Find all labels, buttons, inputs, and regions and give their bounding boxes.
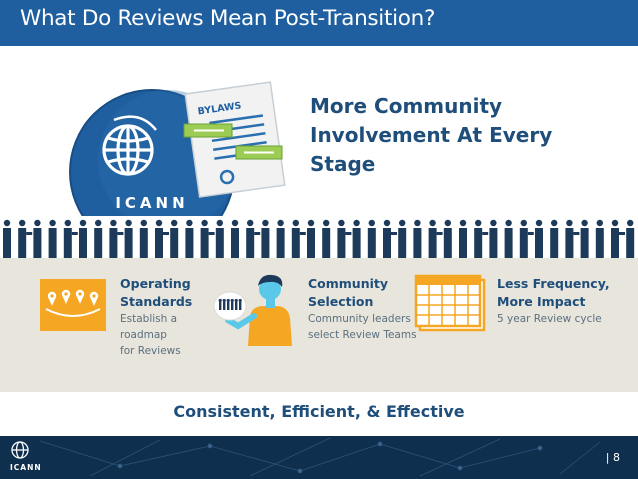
person-figure-icon (459, 219, 467, 258)
item-operating-title: Operating Standards (120, 276, 193, 309)
item-frequency-desc: 5 year Review cycle (497, 313, 602, 325)
network-pattern (11, 437, 601, 477)
footer-globe-icon (11, 441, 29, 459)
person-figure-icon (155, 219, 169, 258)
person-figure-icon (200, 219, 215, 258)
person-figure-icon (94, 219, 103, 258)
person-figure-icon (413, 219, 422, 258)
person-figure-icon (63, 219, 78, 258)
icann-logo-text: ICANN (115, 194, 188, 212)
person-figure-icon (474, 219, 489, 258)
person-figure-icon (489, 219, 498, 258)
headline-line: More Community (310, 94, 503, 118)
person-figure-icon (33, 219, 42, 258)
person-figure-icon (352, 219, 361, 258)
person-figure-icon (79, 219, 87, 258)
person-figure-icon (291, 219, 306, 258)
person-figure-icon (18, 219, 33, 258)
item-community-title: Community Selection (308, 276, 389, 309)
person-figure-icon (261, 219, 270, 258)
green-tag-icon (183, 123, 283, 160)
person-figure-icon (276, 219, 285, 258)
person-figure-icon (398, 219, 407, 258)
roadmap-icon (40, 279, 106, 331)
person-figure-icon (550, 219, 559, 258)
person-figure-icon (307, 219, 315, 258)
person-figure-icon (139, 219, 148, 258)
person-figure-icon (124, 219, 133, 258)
person-figure-icon (504, 219, 513, 258)
content-band (0, 258, 638, 392)
person-figure-icon (215, 219, 224, 258)
headline-line: Involvement At Every (310, 123, 553, 147)
person-figure-icon (443, 219, 452, 258)
person-figure-icon (519, 219, 534, 258)
person-figure-icon (246, 219, 261, 258)
person-figure-icon (170, 219, 179, 258)
title-bar: What Do Reviews Mean Post-Transition? (0, 0, 638, 46)
person-figure-icon (322, 219, 331, 258)
person-figure-icon (383, 219, 397, 258)
person-figure-icon (565, 219, 580, 258)
headline-line: Stage (310, 152, 376, 176)
people-row (3, 219, 635, 258)
globe-icon (102, 115, 157, 176)
person-figure-icon (337, 219, 352, 258)
slide-title: What Do Reviews Mean Post-Transition? (20, 6, 436, 31)
footer-logo-text: ICANN (10, 463, 42, 472)
item-frequency-title: Less Frequency, More Impact (497, 276, 610, 309)
person-figure-icon (185, 219, 194, 258)
person-figure-icon (3, 219, 11, 258)
person-figure-icon (580, 219, 589, 258)
item-community-desc: Community leaders select Review Teams (308, 313, 417, 341)
person-figure-icon (48, 219, 57, 258)
person-figure-icon (231, 219, 239, 258)
person-figure-icon (595, 219, 604, 258)
item-operating-desc: Establish a roadmap for Reviews (120, 313, 181, 357)
person-figure-icon (626, 219, 635, 258)
page-number: | 8 (605, 451, 620, 464)
bylaws-document-icon: BYLAWS (184, 81, 286, 198)
calendar-icon (414, 274, 486, 332)
person-figure-icon (428, 219, 443, 258)
footer: ICANN | 8 (0, 436, 638, 479)
hero-illustration: ICANN BYLAWS (69, 81, 286, 216)
headline: More Community Involvement At Every Stag… (310, 92, 590, 179)
person-figure-icon (535, 219, 543, 258)
person-figure-icon (611, 219, 625, 258)
person-selecting-icon (213, 274, 292, 346)
person-figure-icon (109, 219, 124, 258)
person-figure-icon (367, 219, 376, 258)
tagline: Consistent, Efficient, & Effective (173, 402, 465, 421)
